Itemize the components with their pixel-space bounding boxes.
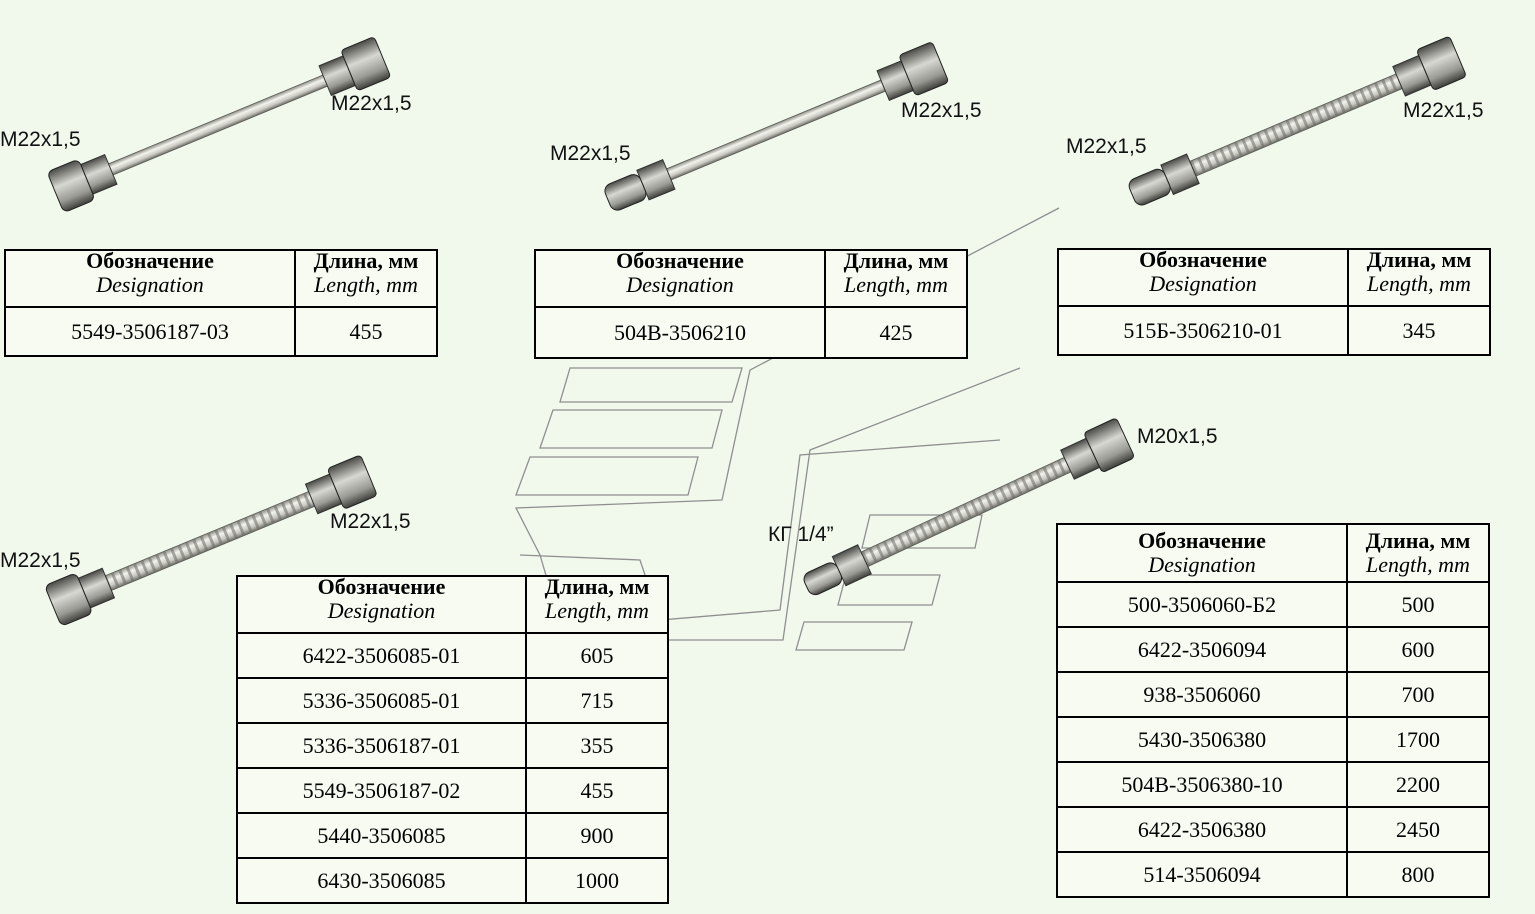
length-cell: 425	[824, 306, 968, 359]
length-cell: 715	[525, 677, 669, 724]
length-cell: 355	[525, 722, 669, 769]
designation-cell: 938-3506060	[1056, 671, 1348, 718]
designation-cell: 6422-3506085-01	[236, 632, 527, 679]
length-cell: 455	[294, 306, 438, 357]
length-cell: 1000	[525, 857, 669, 904]
designation-cell: 5336-3506085-01	[236, 677, 527, 724]
length-cell: 455	[525, 767, 669, 814]
hose-1-right-thread-label: M22x1,5	[331, 92, 412, 115]
hose-5-drawing	[803, 418, 1134, 596]
hose-2-left-thread-label: M22x1,5	[550, 142, 631, 165]
hose-1-left-thread-label: M22x1,5	[0, 128, 81, 151]
hose-4-drawing	[45, 455, 377, 626]
hose-3-left-thread-label: M22x1,5	[1066, 135, 1147, 158]
designation-cell: 500-3506060-Б2	[1056, 581, 1348, 628]
length-cell: 700	[1346, 671, 1490, 718]
length-cell: 500	[1346, 581, 1490, 628]
designation-cell: 5336-3506187-01	[236, 722, 527, 769]
length-cell: 1700	[1346, 716, 1490, 763]
length-cell: 600	[1346, 626, 1490, 673]
hose-4-left-thread-label: M22x1,5	[0, 549, 81, 572]
hose-1-drawing	[48, 37, 391, 212]
hose-5-right-thread-label: M20x1,5	[1137, 425, 1218, 448]
designation-cell: 5549-3506187-03	[4, 306, 296, 357]
table-row: 515Б-3506210-01 345	[1057, 305, 1491, 356]
designation-cell: 514-3506094	[1056, 851, 1348, 898]
length-cell: 2450	[1346, 806, 1490, 853]
length-cell: 605	[525, 632, 669, 679]
designation-cell: 515Б-3506210-01	[1057, 305, 1349, 356]
table-row: 5549-3506187-03 455	[4, 306, 438, 357]
length-cell: 2200	[1346, 761, 1490, 808]
designation-cell: 6422-3506094	[1056, 626, 1348, 673]
hose-2-right-thread-label: M22x1,5	[901, 99, 982, 122]
designation-cell: 504В-3506210	[534, 306, 826, 359]
designation-cell: 6422-3506380	[1056, 806, 1348, 853]
hose-4-right-thread-label: M22x1,5	[330, 510, 411, 533]
designation-cell: 6430-3506085	[236, 857, 527, 904]
designation-cell: 5430-3506380	[1056, 716, 1348, 763]
hose-2-drawing	[604, 42, 949, 211]
hose-3-right-thread-label: M22x1,5	[1403, 99, 1484, 122]
table-row: 504В-3506210 425	[534, 306, 968, 359]
designation-cell: 5549-3506187-02	[236, 767, 527, 814]
hose-3-drawing	[1128, 36, 1466, 206]
length-cell: 900	[525, 812, 669, 859]
length-cell: 800	[1346, 851, 1490, 898]
designation-cell: 504В-3506380-10	[1056, 761, 1348, 808]
designation-cell: 5440-3506085	[236, 812, 527, 859]
hose-5-left-thread-label: КГ 1/4”	[768, 523, 834, 546]
length-cell: 345	[1347, 305, 1491, 356]
